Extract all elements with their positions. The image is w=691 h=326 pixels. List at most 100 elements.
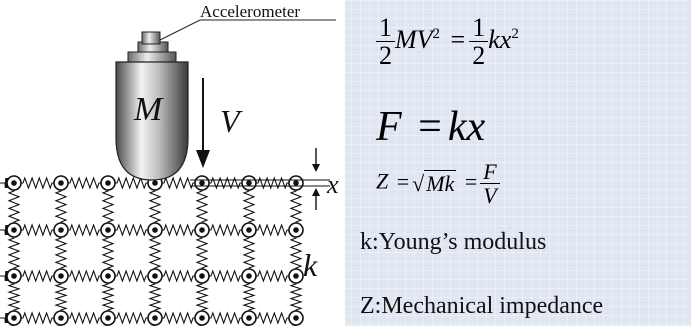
horizontal-spring [108,223,155,237]
energy-lhs: MV [395,24,433,54]
accelerometer-leader-line [159,19,336,41]
horizontal-spring [14,176,61,190]
lattice-node-core [199,315,205,321]
mass-body: M [115,31,189,181]
energy-rhs: kx [488,24,512,54]
impedance-lhs: Z [376,168,389,194]
displacement-marker [190,148,330,210]
lattice-node-core [152,315,158,321]
force-equation: F =kx [376,106,485,148]
horizontal-spring [61,223,108,237]
sqrt-expression: √Mk [412,169,457,196]
vertical-spring [7,183,21,230]
vertical-spring [289,276,303,318]
vertical-spring [54,230,68,276]
stiffness-label: k [303,247,318,283]
vertical-spring [289,230,303,276]
impact-diagram: M Accelerometer V x k [0,0,345,326]
lattice-node-core [152,273,158,279]
vertical-spring [148,276,162,318]
velocity-arrow [196,78,210,168]
lattice-node-core [58,273,64,279]
force-rhs: kx [447,104,486,150]
lattice-node-core [11,273,17,279]
horizontal-spring [61,269,108,283]
impedance-equals-1: = [396,168,410,194]
vertical-spring [195,230,209,276]
horizontal-spring [108,176,155,190]
vertical-spring [7,230,21,276]
lattice-node-core [246,180,252,186]
mass-cap [127,51,177,63]
accelerometer-label: Accelerometer [200,2,300,21]
horizontal-spring [155,311,202,325]
lattice-node-core [11,180,17,186]
displacement-label: x [326,170,339,199]
lattice-node-core [246,227,252,233]
vertical-spring [101,230,115,276]
vertical-spring [195,183,209,230]
horizontal-spring [202,176,249,190]
horizontal-spring [61,176,108,190]
lattice-node-core [152,180,158,186]
vertical-spring [101,183,115,230]
lattice-node-core [58,180,64,186]
spring-lattice [0,175,304,326]
accelerometer-sensor-top [141,31,161,45]
vertical-spring [148,183,162,230]
vertical-spring [54,183,68,230]
vertical-spring [242,276,256,318]
spring-lattice-illustration: M Accelerometer V x k [0,2,339,326]
vertical-spring [195,276,209,318]
lattice-node-core [105,180,111,186]
horizontal-spring [155,269,202,283]
horizontal-spring [61,311,108,325]
vertical-spring [242,230,256,276]
mechanical-impedance-definition: Z:Mechanical impedance [360,293,604,319]
lattice-node-core [58,315,64,321]
energy-rhs-exponent: 2 [511,26,519,43]
lattice-node-core [105,273,111,279]
mass-shape [115,61,189,181]
force-lhs: F [376,104,402,150]
vertical-spring [289,183,303,230]
lattice-node-core [152,227,158,233]
force-equals: = [418,104,442,150]
lattice-node-core [58,227,64,233]
vertical-spring [54,276,68,318]
energy-equals: = [450,24,466,54]
horizontal-spring [249,269,296,283]
lattice-node-core [246,273,252,279]
mass-label: M [133,91,164,128]
vertical-spring [101,276,115,318]
lattice-node-core [11,227,17,233]
horizontal-spring [14,311,61,325]
horizontal-spring [249,223,296,237]
lattice-node-core [293,227,299,233]
horizontal-spring [202,223,249,237]
lattice-node-core [293,273,299,279]
horizontal-spring [249,311,296,325]
velocity-label: V [220,103,243,139]
youngs-modulus-definition: k:Young’s modulus [360,229,547,255]
lattice-node-core [199,273,205,279]
lattice-node-core [199,227,205,233]
impedance-equals-2: = [464,168,478,194]
vertical-spring [242,183,256,230]
lattice-node-core [199,180,205,186]
lattice-node-core [11,315,17,321]
horizontal-spring [108,311,155,325]
lattice-node-core [293,315,299,321]
horizontal-spring [14,223,61,237]
lattice-node-core [246,315,252,321]
vertical-spring [7,276,21,318]
horizontal-spring [249,176,296,190]
horizontal-spring [155,176,202,190]
horizontal-spring [202,311,249,325]
horizontal-spring [108,269,155,283]
